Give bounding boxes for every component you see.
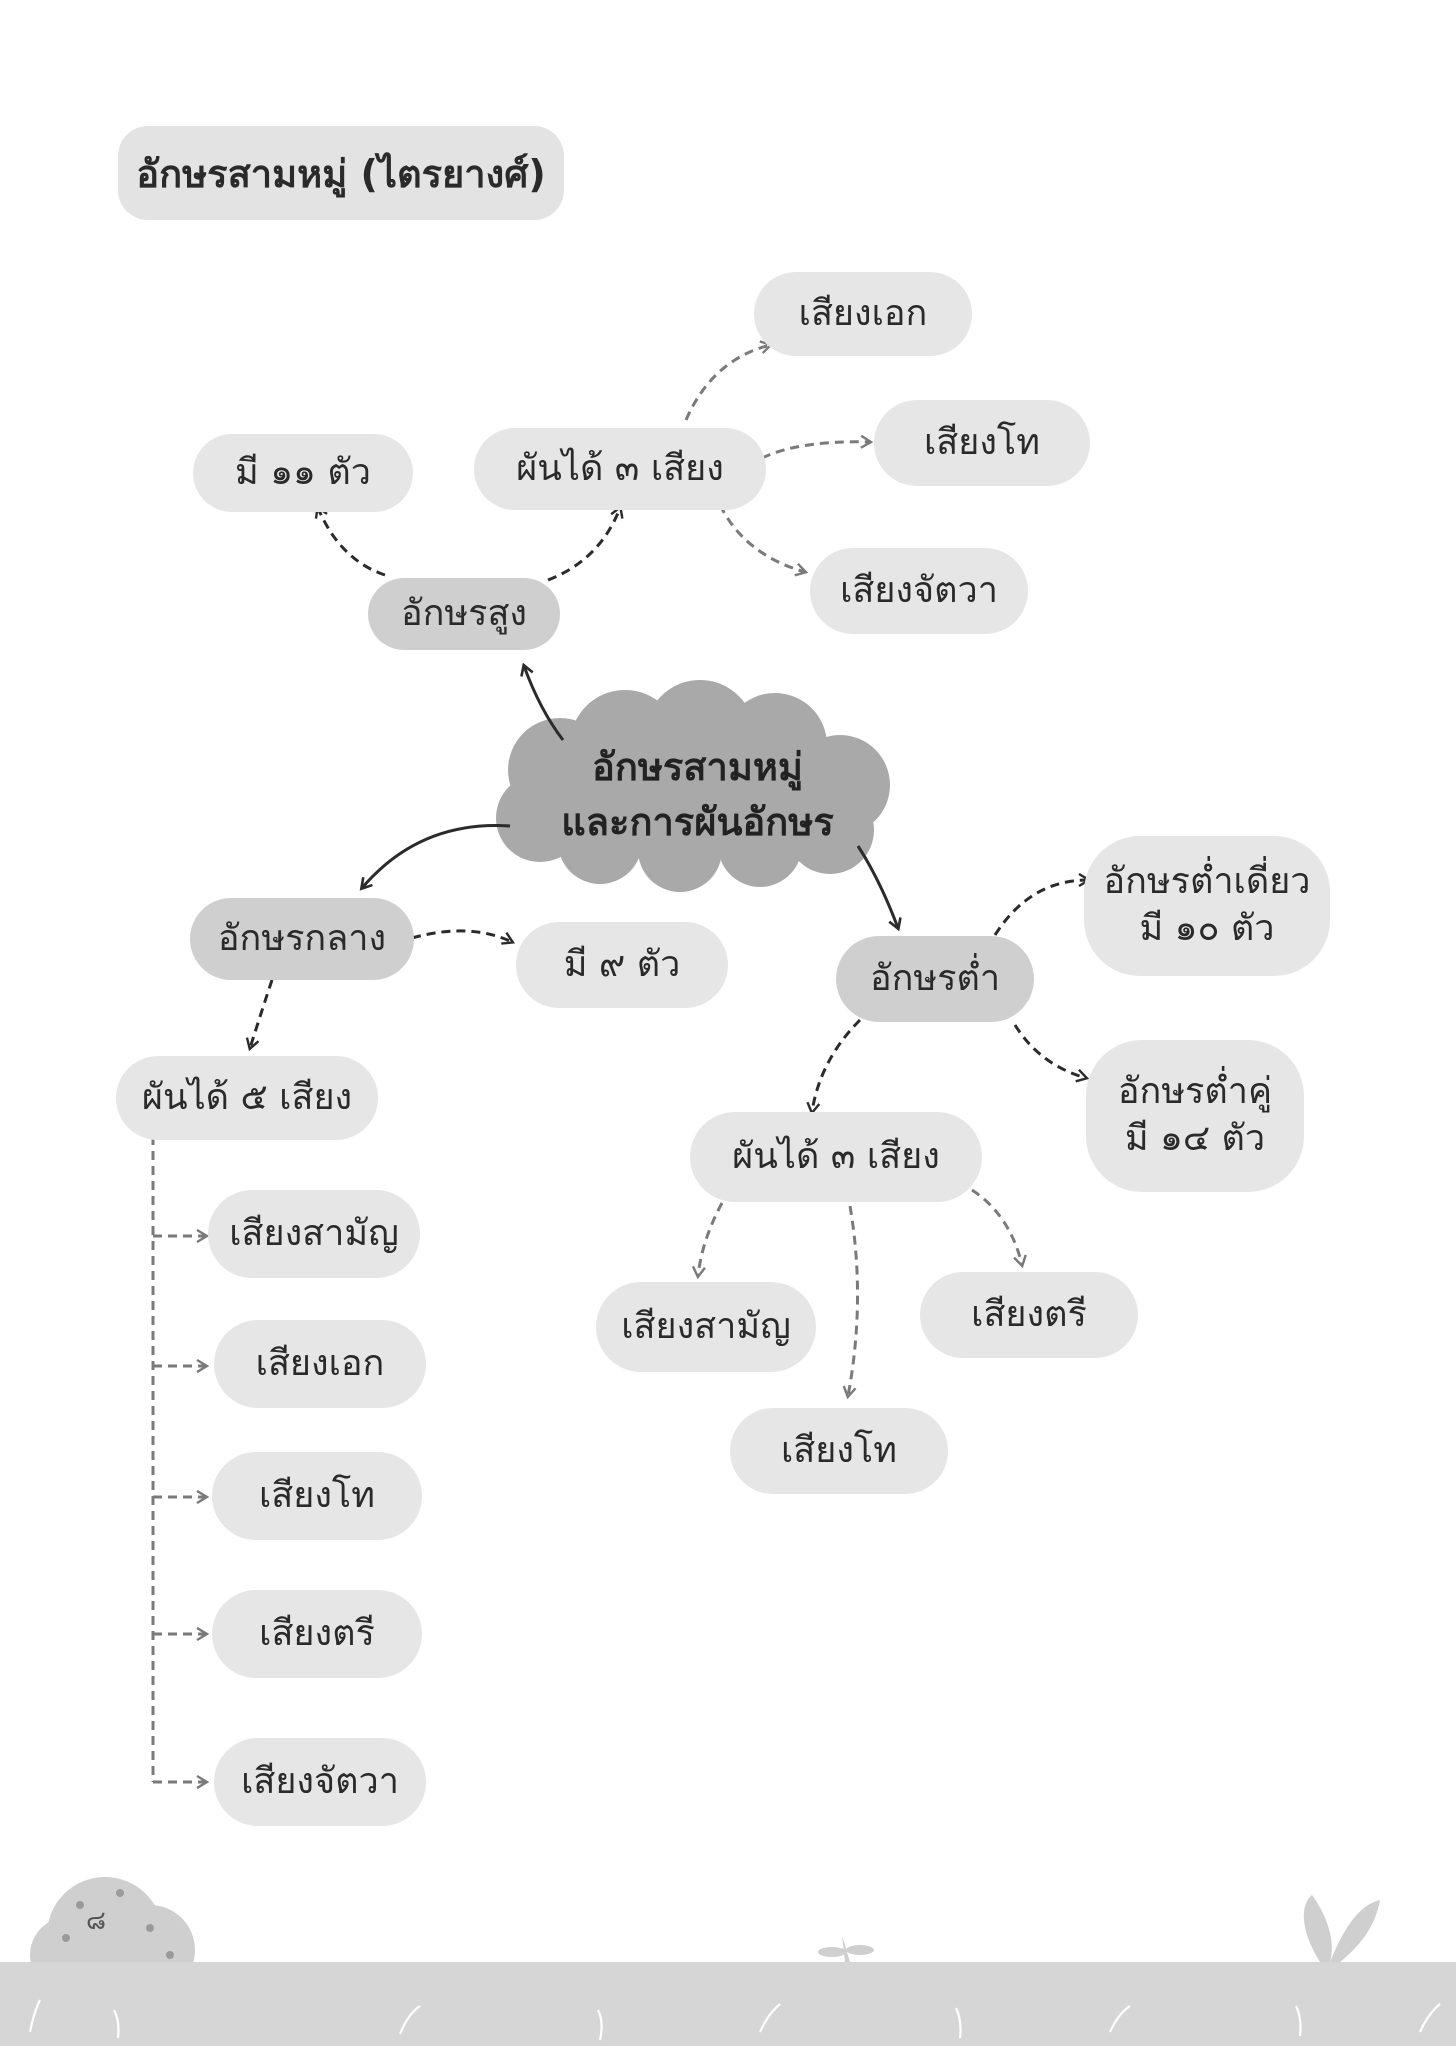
node-middle-tone-2: เสียงเอก — [214, 1320, 426, 1408]
center-cloud-shape — [496, 680, 890, 892]
node-high-tone-2: เสียงโท — [874, 400, 1090, 486]
page-title: อักษรสามหมู่ (ไตรยางศ์) — [118, 126, 564, 220]
center-node: อักษรสามหมู่ และการผันอักษร — [505, 720, 890, 870]
node-high: อักษรสูง — [368, 578, 560, 650]
grass-strokes — [28, 1999, 1441, 2041]
node-middle-tone-1: เสียงสามัญ — [208, 1190, 420, 1278]
node-low: อักษรต่ำ — [836, 936, 1034, 1022]
sprout-decoration — [818, 1935, 874, 1962]
footer-strip — [0, 1962, 1456, 2046]
leaf-decoration — [1303, 1895, 1380, 1962]
node-middle-count: มี ๙ ตัว — [516, 922, 728, 1008]
node-low-tone-3: เสียงตรี — [920, 1272, 1138, 1358]
node-high-tone-1: เสียงเอก — [754, 272, 972, 356]
node-low-single: อักษรต่ำเดี่ยว มี ๑๐ ตัว — [1084, 836, 1330, 976]
page-number: ๘ — [86, 1906, 107, 1936]
node-middle-tone-4: เสียงตรี — [212, 1590, 422, 1678]
node-middle-tone-3: เสียงโท — [212, 1452, 422, 1540]
node-middle-tone-5: เสียงจัตวา — [214, 1738, 426, 1826]
node-low-tone-1: เสียงสามัญ — [596, 1282, 816, 1372]
node-middle-tones: ผันได้ ๕ เสียง — [116, 1056, 378, 1140]
node-low-tone-2: เสียงโท — [730, 1408, 948, 1494]
node-high-tones: ผันได้ ๓ เสียง — [474, 428, 766, 510]
center-label: อักษรสามหมู่ และการผันอักษร — [561, 744, 834, 844]
node-high-count: มี ๑๑ ตัว — [193, 434, 413, 512]
node-high-tone-3: เสียงจัตวา — [810, 548, 1028, 634]
node-low-paired: อักษรต่ำคู่ มี ๑๔ ตัว — [1086, 1040, 1304, 1192]
node-middle: อักษรกลาง — [190, 898, 414, 980]
node-low-tones: ผันได้ ๓ เสียง — [690, 1112, 982, 1202]
